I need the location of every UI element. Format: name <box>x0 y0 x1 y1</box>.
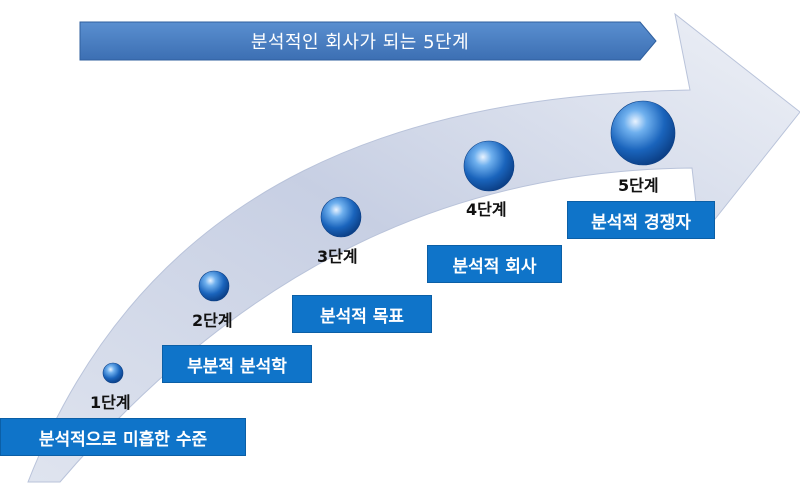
stage-4-step: 4단계 <box>466 200 507 219</box>
stage-3-box: 분석적 목표 <box>292 295 432 333</box>
stage-2-box: 부분적 분석학 <box>162 345 312 383</box>
stage-3-step: 3단계 <box>317 247 358 266</box>
stage-5-step: 5단계 <box>618 176 659 195</box>
title-banner <box>79 21 657 61</box>
stage-1-box: 분석적으로 미흡한 수준 <box>0 418 246 456</box>
stage-1-sphere <box>102 362 124 384</box>
banner-title: 분석적인 회사가 되는 5단계 <box>250 32 470 53</box>
stage-5-sphere <box>610 100 676 166</box>
stage-5-box: 분석적 경쟁자 <box>567 201 715 239</box>
stage-1-step: 1단계 <box>90 393 131 412</box>
stage-4-box: 분석적 회사 <box>427 245 562 283</box>
stage-4-sphere <box>463 140 515 192</box>
stage-3-sphere <box>320 196 362 238</box>
stage-2-sphere <box>198 270 230 302</box>
arrow-body <box>27 12 800 483</box>
stage-2-step: 2단계 <box>192 311 233 330</box>
